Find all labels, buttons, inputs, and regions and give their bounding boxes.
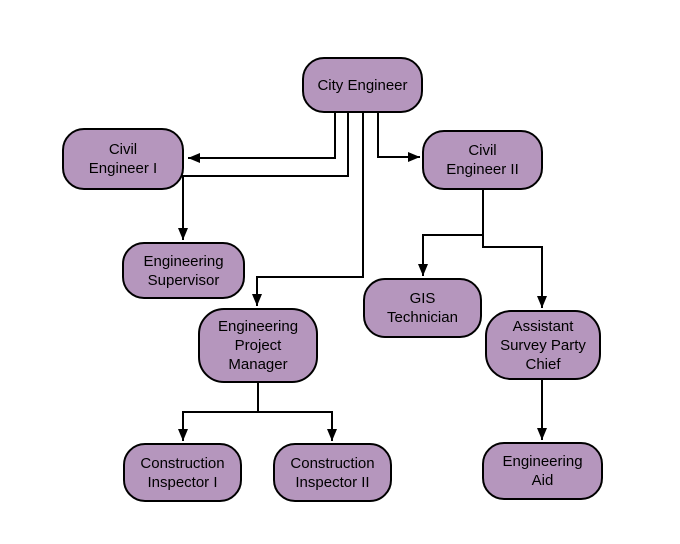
connector-civil-engineer-2-to-assistant-survey-party-chief — [482, 190, 547, 308]
connector-city-engineer-to-engineering-supervisor — [178, 113, 349, 240]
connector-city-engineer-to-civil-engineer-2 — [377, 113, 420, 162]
node-engineering-aid: Engineering Aid — [482, 442, 603, 500]
node-assistant-survey-party-chief: Assistant Survey Party Chief — [485, 310, 601, 380]
node-civil-engineer-2: Civil Engineer II — [422, 130, 543, 190]
connector-city-engineer-to-engineering-project-manager — [252, 113, 364, 306]
connector-city-engineer-to-civil-engineer-1 — [188, 113, 336, 163]
node-civil-engineer-1: Civil Engineer I — [62, 128, 184, 190]
node-engineering-supervisor: Engineering Supervisor — [122, 242, 245, 299]
connector-civil-engineer-2-to-gis-technician — [418, 190, 484, 276]
node-city-engineer: City Engineer — [302, 57, 423, 113]
node-engineering-project-manager: Engineering Project Manager — [198, 308, 318, 383]
node-construction-inspector-2: Construction Inspector II — [273, 443, 392, 502]
node-gis-technician: GIS Technician — [363, 278, 482, 338]
connector-engineering-project-manager-to-construction-inspector-2 — [257, 383, 337, 441]
node-construction-inspector-1: Construction Inspector I — [123, 443, 242, 502]
connector-engineering-project-manager-to-construction-inspector-1 — [178, 383, 259, 441]
